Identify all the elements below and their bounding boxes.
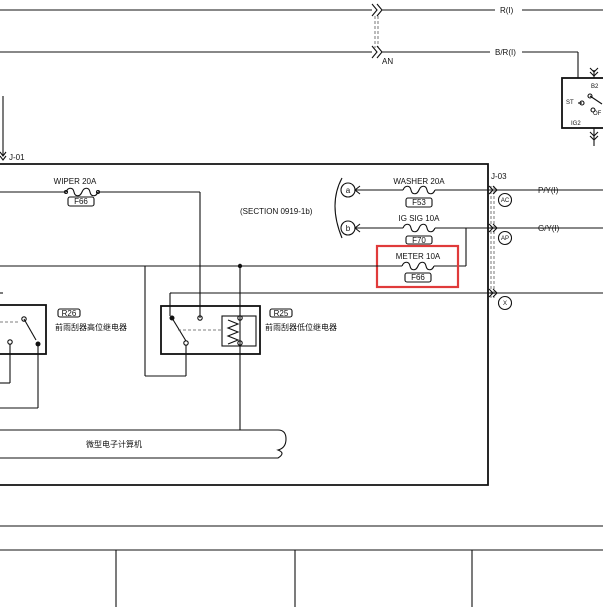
connector-label-an: AN <box>382 57 393 66</box>
ignition-switch: B2 ST OF IG2 <box>561 67 603 146</box>
switch-b2: B2 <box>591 84 599 90</box>
connector-label-j03: J-03 <box>491 172 507 181</box>
relay-r25: R25 前雨刮器低位继电器 <box>144 266 488 377</box>
meter-fuse-label: METER 10A <box>396 252 441 261</box>
wire-label-py: P/Y(I) <box>538 186 559 195</box>
meter-fuse-code: F66 <box>411 273 425 282</box>
left-feed: J-01 <box>0 96 25 162</box>
switch-off: OF <box>593 111 602 117</box>
wiper-fuse: WIPER 20A F66 <box>0 177 201 318</box>
relay-r25-name: 前雨刮器低位继电器 <box>265 322 337 332</box>
wiper-fuse-code: F66 <box>74 197 88 206</box>
section-node-a: a <box>346 186 351 195</box>
relay-r26-name: 前雨刮器高位继电器 <box>55 322 127 332</box>
igsig-fuse-label: IG SIG 10A <box>399 214 441 223</box>
bottom-table <box>0 525 603 607</box>
top-wires: R(I) B/R(I) AN <box>0 3 603 78</box>
connector-x: X <box>503 301 507 307</box>
section-reference: (SECTION 0919-1b) a b <box>240 177 356 239</box>
switch-st: ST <box>566 100 574 106</box>
connector-label-j01: J-01 <box>9 153 25 162</box>
section-ref-text: (SECTION 0919-1b) <box>240 207 313 216</box>
switch-ig2: IG2 <box>571 121 581 127</box>
washer-fuse-code: F53 <box>412 198 426 207</box>
washer-fuse-label: WASHER 20A <box>393 177 445 186</box>
connector-ac: AC <box>501 198 510 204</box>
wire-label-gy: G/Y(I) <box>538 224 560 233</box>
igsig-fuse-code: F70 <box>412 236 426 245</box>
wire-label-r: R(I) <box>500 6 514 15</box>
wiper-fuse-label: WIPER 20A <box>54 177 97 186</box>
feed-lines <box>0 263 603 430</box>
fuse-box-outline <box>0 163 489 486</box>
relay-r26-code: R26 <box>62 309 77 318</box>
wire-label-br: B/R(I) <box>495 48 516 57</box>
section-node-b: b <box>346 224 351 233</box>
washer-fuse: WASHER 20A F53 P/Y(I) <box>354 177 603 208</box>
igsig-fuse: IG SIG 10A F70 G/Y(I) <box>354 214 603 245</box>
relay-r26: R26 前雨刮器高位继电器 <box>0 304 127 409</box>
connector-ap: AP <box>501 236 509 242</box>
microcomputer-module: 微型电子计算机 <box>0 429 287 459</box>
relay-r25-code: R25 <box>274 309 289 318</box>
module-name: 微型电子计算机 <box>86 439 142 449</box>
j03-connectors: J-03 AC AP X <box>488 172 513 311</box>
